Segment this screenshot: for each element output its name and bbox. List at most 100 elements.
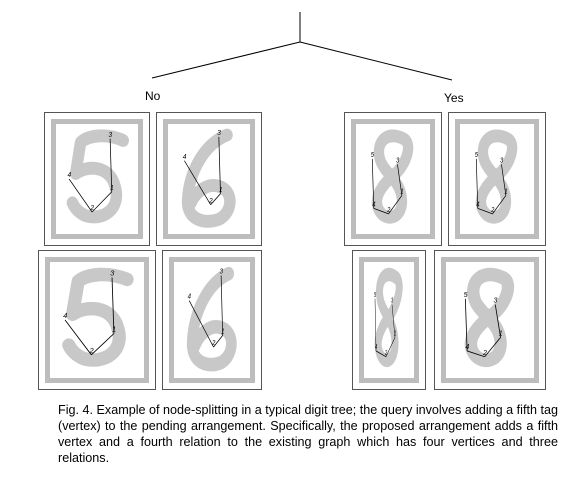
vertex-label: 2	[89, 205, 94, 212]
vertex-label: 1	[112, 325, 116, 334]
graph-edge	[373, 207, 389, 215]
digit-stroke	[186, 266, 237, 372]
graph-edge	[391, 304, 396, 338]
vertex-label: 3	[396, 157, 400, 165]
figure-caption: Fig. 4. Example of node-splitting in a t…	[58, 403, 558, 465]
graph-edge	[210, 193, 221, 205]
digit-stroke	[181, 128, 236, 228]
digit-stroke	[371, 129, 414, 224]
digit-panel-yes-4: 1 2 3 4 5	[434, 250, 546, 390]
graph-edge	[371, 158, 375, 209]
tree-branch-yes	[299, 41, 453, 81]
digit-stroke	[66, 129, 129, 224]
graph-edge	[467, 350, 485, 358]
vertex-label: 3	[494, 295, 499, 304]
digit-frame: 1 2 3 4 5	[455, 119, 539, 239]
graph-edge	[475, 158, 479, 209]
vertex-label: 4	[67, 172, 71, 179]
vertex-label: 4	[476, 201, 480, 209]
vertex-label: 4	[372, 201, 376, 209]
graph-edge	[109, 138, 113, 192]
digit-frame: 1 2 3 4 5	[359, 257, 419, 383]
tree-branch-no	[151, 41, 301, 79]
vertex-label: 1	[499, 328, 503, 337]
digit-panel-yes-2: 1 2 3 4 5	[448, 112, 546, 246]
vertex-label: 3	[108, 132, 112, 139]
vertex-label: 1	[221, 328, 224, 336]
digit-stroke	[464, 267, 515, 368]
vertex-label: 2	[211, 340, 215, 348]
digit-graph-6: 12 3 4	[186, 266, 237, 372]
graph-edge	[188, 300, 214, 348]
digit-frame: 1 2 3 4	[51, 119, 143, 239]
vertex-label: 3	[220, 268, 223, 276]
digit-graph-8: 1 2 3 4 5	[475, 129, 518, 224]
digit-panel-yes-1: 1 2 3 4 5	[344, 112, 442, 246]
digit-stroke	[374, 267, 403, 368]
vertex-label: 1	[504, 188, 508, 196]
vertex-label: 2	[490, 206, 494, 214]
vertex-label: 1	[219, 187, 223, 194]
digit-panel-yes-3: 1 2 3 4 5	[352, 250, 426, 390]
graph-edge	[385, 337, 396, 358]
digit-panel-no-3: 1 2 3 4	[38, 250, 156, 390]
vertex-label: 1	[110, 185, 114, 192]
vertex-label: 4	[183, 154, 187, 161]
digit-frame: 1 2 3 4	[45, 257, 149, 383]
digit-frame: 1 2 3 4 5	[351, 119, 435, 239]
branch-label-yes: Yes	[444, 91, 464, 105]
graph-edge	[213, 335, 223, 348]
graph-edge	[64, 319, 92, 356]
digit-stroke	[62, 267, 134, 367]
vertex-label: 3	[217, 130, 221, 137]
graph-edge	[91, 333, 115, 356]
graph-edge	[494, 304, 501, 338]
vertex-label: 2	[88, 346, 94, 355]
graph-edge	[388, 195, 403, 215]
graph-edge	[218, 136, 221, 194]
vertex-label: 1	[394, 329, 396, 338]
vertex-label: 5	[475, 151, 479, 159]
vertex-label: 3	[391, 296, 394, 305]
graph-edge	[374, 298, 377, 351]
vertex-label: 4	[465, 342, 469, 351]
vertex-label: 2	[482, 347, 487, 356]
vertex-label: 4	[375, 343, 378, 352]
graph-edge	[484, 337, 501, 358]
vertex-label: 3	[110, 268, 115, 277]
vertex-label: 1	[400, 188, 404, 196]
graph-edge	[492, 195, 507, 215]
graph-edge	[91, 191, 113, 213]
graph-edge	[68, 178, 93, 213]
graph-edge	[397, 164, 403, 196]
vertex-label: 2	[384, 349, 387, 358]
branch-label-no: No	[145, 89, 161, 103]
digit-stroke	[475, 129, 518, 224]
graph-edge	[464, 298, 468, 351]
vertex-label: 2	[386, 206, 390, 214]
digit-graph-6: 12 3 4	[181, 128, 236, 228]
vertex-label: 5	[464, 289, 469, 298]
digit-graph-8: 1 2 3 4 5	[464, 267, 515, 368]
digit-graph-5: 1 2 3 4	[66, 129, 129, 224]
digit-graph-8: 1 2 3 4 5	[374, 267, 403, 368]
digit-graph-5: 1 2 3 4	[62, 267, 134, 367]
decision-tree	[151, 12, 453, 81]
graph-edge	[111, 277, 115, 334]
vertex-label: 4	[188, 293, 191, 301]
vertex-label: 5	[371, 151, 375, 159]
vertex-label: 4	[63, 311, 67, 320]
vertex-label: 2	[208, 198, 213, 205]
graph-edge	[375, 350, 387, 358]
digit-graph-8: 1 2 3 4 5	[371, 129, 414, 224]
graph-edge	[501, 164, 507, 196]
vertex-label: 3	[500, 157, 504, 165]
graph-edge	[184, 160, 211, 205]
graph-edge	[477, 207, 493, 215]
vertex-label: 5	[374, 291, 377, 300]
graph-edge	[220, 275, 223, 336]
